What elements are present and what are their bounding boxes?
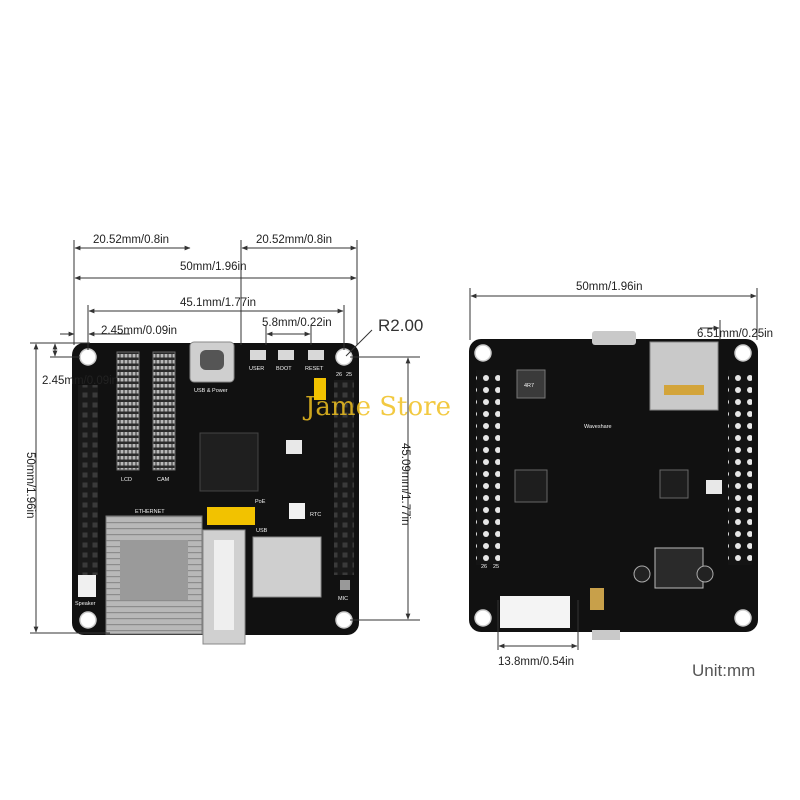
front-board: LCD CAM USB & Power USER BOOT RESET PoE … [72, 341, 359, 645]
rtc-label: RTC [310, 512, 321, 518]
back-hole-bottom-right [734, 609, 752, 627]
back-dim-edge-offset: 6.51mm/0.25in [697, 328, 773, 340]
unit-label: Unit:mm [692, 661, 755, 680]
lcd-fpc-connector [116, 351, 140, 471]
reset-label: RESET [305, 366, 324, 372]
back-jumper-2 [696, 565, 714, 583]
back-component-grid [654, 547, 704, 589]
back-label-sticker [500, 596, 570, 628]
ethernet-socket [120, 540, 188, 600]
user-button [250, 350, 266, 360]
back-pads-left [476, 370, 500, 565]
back-dim-total-width: 50mm/1.96in [576, 281, 642, 293]
speaker-label: Speaker [75, 601, 96, 607]
ethernet-label: ETHERNET [135, 509, 165, 515]
dim-hole-offset-x: 2.45mm/0.09in [101, 325, 177, 337]
rtc-connector [289, 503, 305, 519]
boot-button [278, 350, 294, 360]
cam-fpc-connector [152, 351, 176, 471]
back-capacitor [590, 588, 604, 610]
main-chip [199, 432, 259, 492]
mic [340, 580, 350, 590]
back-dimension-labels: 50mm/1.96in 6.51mm/0.25in 13.8mm/0.54in [498, 281, 773, 668]
pin-header-left [78, 385, 98, 575]
sd-card-slot [649, 341, 719, 411]
usb-power-label: USB & Power [194, 388, 228, 394]
back-board: 26 25 4R7 Waveshare [469, 331, 758, 640]
poe-label: PoE [255, 499, 266, 505]
back-pin-26-label: 26 [481, 564, 487, 570]
mount-hole-top-left [79, 348, 97, 366]
dim-corner-radius: R2.00 [378, 316, 423, 335]
front-dimension-labels: 20.52mm/0.8in 20.52mm/0.8in 50mm/1.96in … [24, 234, 423, 525]
back-ic-1 [514, 469, 548, 503]
poe-jumper-block [207, 507, 255, 525]
mount-hole-bottom-right [335, 611, 353, 629]
dim-hole-offset-y: 2.45mm/0.09in [42, 375, 118, 387]
usb-a-tongue [214, 540, 234, 630]
store-watermark: Jame Store [302, 392, 451, 422]
back-hole-bottom-left [474, 609, 492, 627]
lcd-label: LCD [121, 477, 132, 483]
dim-total-height: 50mm/1.96in [24, 452, 36, 518]
pin-header-right [334, 380, 354, 575]
dim-button-gap: 5.8mm/0.22in [262, 317, 332, 329]
pin-25-label: 25 [346, 372, 352, 378]
brand-label: Waveshare [584, 424, 612, 430]
back-usb-a-edge [592, 630, 620, 640]
pin-26-label: 26 [336, 372, 342, 378]
dim-hole-span: 45.1mm/1.77in [180, 297, 256, 309]
back-hole-top-left [474, 344, 492, 362]
reset-button [308, 350, 324, 360]
back-jumper-1 [633, 565, 651, 583]
back-dimensions [469, 288, 758, 650]
dim-header-left: 20.52mm/0.8in [93, 234, 169, 246]
mic-label: MIC [338, 596, 348, 602]
back-ic-2 [659, 469, 689, 499]
boot-label: BOOT [276, 366, 292, 372]
small-connector [286, 440, 302, 454]
sd-card-contacts [664, 385, 704, 395]
mount-hole-top-right [335, 348, 353, 366]
dim-hole-span-vertical: 45.09mm/1.77in [399, 443, 411, 525]
user-label: USER [249, 366, 264, 372]
yellow-jumper-top [314, 378, 326, 400]
back-pads-right [728, 370, 752, 565]
inductor [516, 369, 546, 399]
wifi-module [252, 536, 322, 598]
speaker-connector [78, 575, 96, 597]
back-usb-c [592, 331, 636, 345]
usb-c-port [200, 350, 224, 370]
front-dimensions [30, 240, 420, 634]
usb-label: USB [256, 528, 268, 534]
mount-hole-bottom-left [79, 611, 97, 629]
cam-label: CAM [157, 477, 170, 483]
back-hole-top-right [734, 344, 752, 362]
inductor-label: 4R7 [524, 383, 534, 389]
back-dim-bottom-width: 13.8mm/0.54in [498, 656, 574, 668]
dim-header-right: 20.52mm/0.8in [256, 234, 332, 246]
dim-total-width: 50mm/1.96in [180, 261, 246, 273]
back-connector [706, 480, 722, 494]
back-pin-25-label: 25 [493, 564, 499, 570]
